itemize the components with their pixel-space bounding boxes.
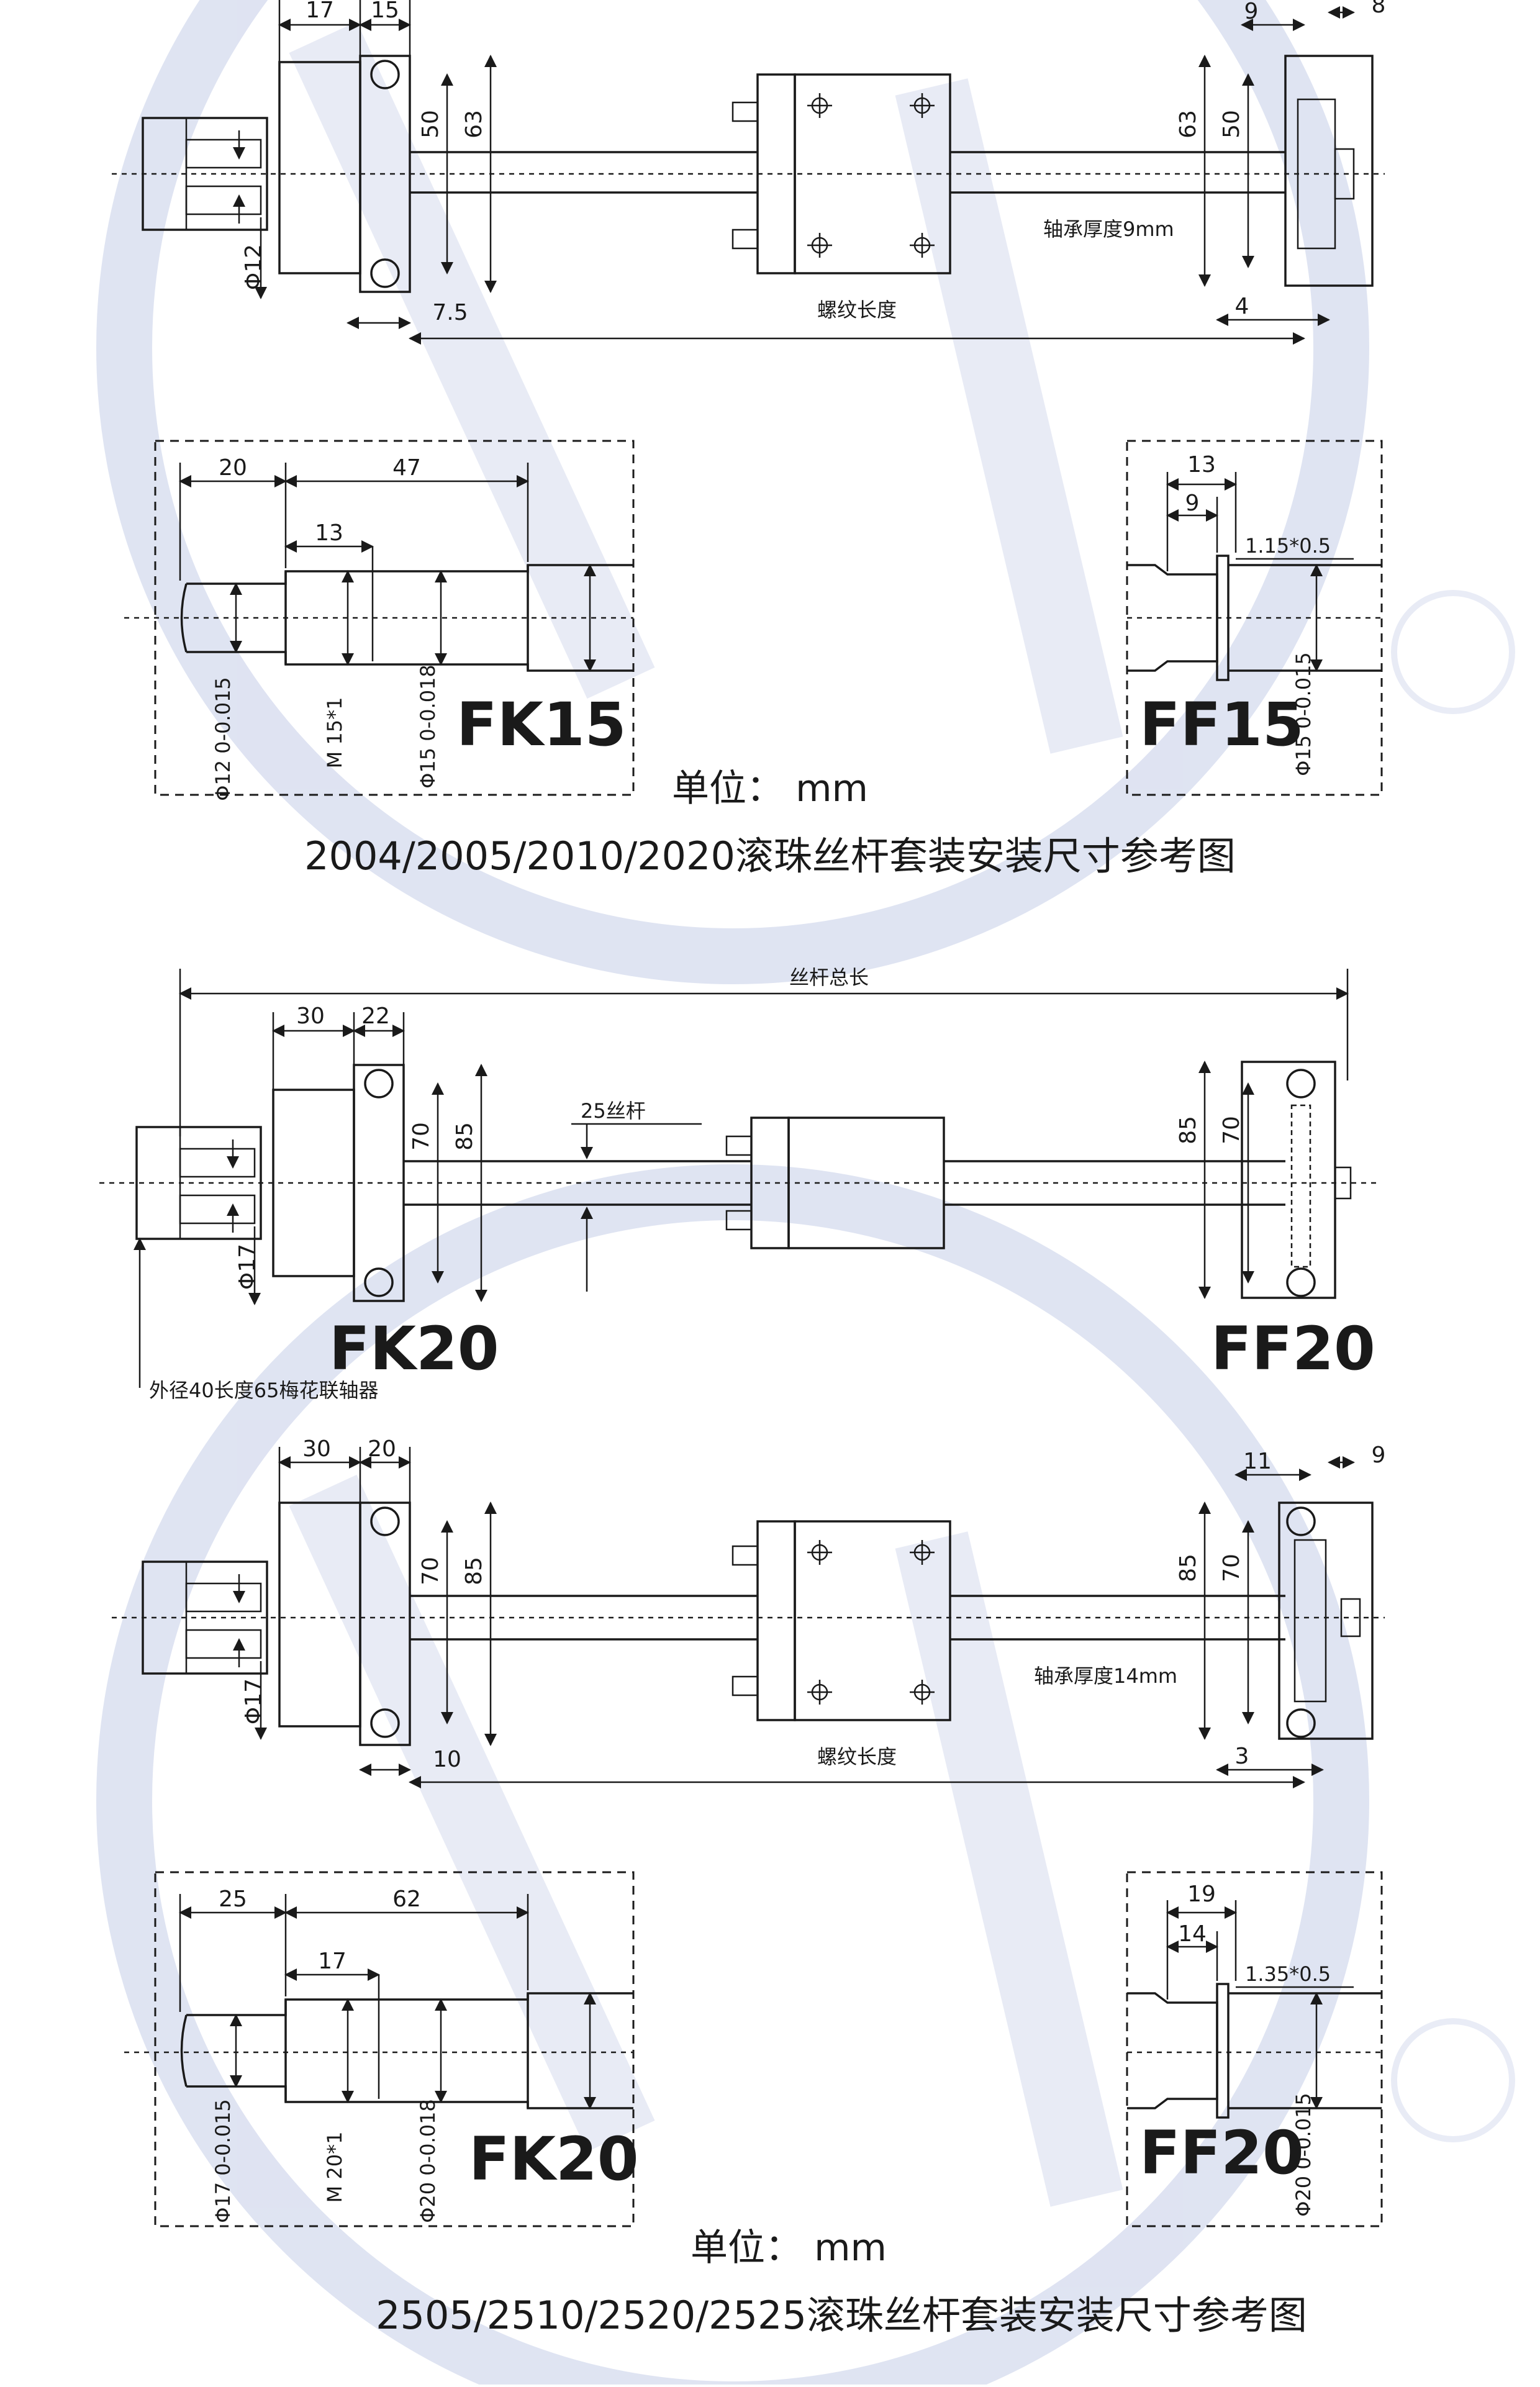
s3-dim-11: 11 — [1243, 1449, 1272, 1474]
unit-label-2: 单位： mm — [691, 2226, 887, 2270]
total-length-label: 丝杆总长 — [789, 966, 869, 989]
s3-dim-85b: 85 — [1175, 1554, 1201, 1582]
dim-8: 8 — [1372, 0, 1386, 18]
fk20-phi20: Φ20 0-0.018 — [416, 2099, 440, 2223]
bearing-thickness-note: 轴承厚度9mm — [1043, 217, 1174, 241]
fk15-dim-20: 20 — [219, 455, 247, 481]
s2-dim-22: 22 — [361, 1003, 390, 1029]
dim-50: 50 — [418, 110, 443, 138]
s2-phi17: Φ17 — [235, 1244, 260, 1290]
s2-dim-70b: 70 — [1219, 1116, 1244, 1144]
screw-25-label: 25丝杆 — [581, 1099, 646, 1123]
s3-dim-85: 85 — [461, 1557, 487, 1585]
section1-fk-detail: 20 47 13 Φ12 0-0.015 M 15*1 Φ15 0-0.018 … — [124, 440, 635, 801]
s3-dim-20: 20 — [368, 1436, 396, 1462]
fk15-dim-47: 47 — [392, 455, 421, 481]
dim-17: 17 — [306, 0, 334, 23]
s3-dim-30: 30 — [302, 1436, 331, 1462]
s3-dim-70: 70 — [418, 1557, 443, 1585]
s3-phi17: Φ17 — [241, 1678, 266, 1724]
fk15-phi15: Φ15 0-0.018 — [416, 664, 440, 789]
s3-dim-3: 3 — [1235, 1744, 1249, 1769]
caption-2: 2505/2510/2520/2525滚珠丝杆套装安装尺寸参考图 — [376, 2293, 1307, 2338]
fk15-m15: M 15*1 — [323, 697, 346, 769]
phi-12: Φ12 — [241, 244, 266, 290]
section1-assembly: 17 15 50 63 9 8 63 50 7.5 4 Φ12 轴承厚度9mm … — [112, 0, 1386, 345]
fk20-label: FK20 — [469, 2124, 639, 2194]
fk15-dim-13: 13 — [315, 520, 343, 546]
s2-dim-30: 30 — [296, 1003, 325, 1029]
s2-ff20-label: FF20 — [1211, 1314, 1375, 1384]
ff20-dim-19: 19 — [1187, 1882, 1216, 1907]
s2-dim-85b: 85 — [1175, 1116, 1201, 1144]
ff15-groove: 1.15*0.5 — [1245, 534, 1331, 558]
ff20-label: FF20 — [1139, 2118, 1304, 2188]
dim-4: 4 — [1235, 294, 1249, 319]
fk15-label: FK15 — [456, 690, 627, 759]
unit-label-1: 单位： mm — [672, 767, 868, 810]
dim-7-5: 7.5 — [432, 300, 468, 325]
dim-50b: 50 — [1219, 110, 1244, 138]
s3-bearing-thickness-note: 轴承厚度14mm — [1034, 1664, 1177, 1688]
ff15-label: FF15 — [1139, 690, 1304, 759]
section1-ff-detail: 13 9 1.15*0.5 Φ15 0-0.015 FF15 — [1126, 440, 1383, 796]
dim-9: 9 — [1244, 0, 1259, 24]
section3-ff-detail: 19 14 1.35*0.5 Φ20 0-0.015 FF20 — [1126, 1871, 1383, 2227]
dim-63b: 63 — [1175, 110, 1201, 138]
s3-dim-9: 9 — [1372, 1443, 1386, 1468]
coupling-note: 外径40长度65梅花联轴器 — [149, 1379, 378, 1402]
ff20-dim-14: 14 — [1178, 1921, 1207, 1947]
thread-length-label: 螺纹长度 — [817, 298, 897, 322]
section3-fk-detail: 25 62 17 Φ17 0-0.015 M 20*1 Φ20 0-0.018 … — [124, 1871, 639, 2227]
dim-15: 15 — [371, 0, 399, 23]
ff20-phi20: Φ20 0-0.015 — [1292, 2093, 1315, 2217]
fk20-dim-25: 25 — [219, 1886, 247, 1912]
fk15-phi12: Φ12 0-0.015 — [211, 677, 235, 801]
s3-dim-70b: 70 — [1219, 1554, 1244, 1582]
watermark-logo — [96, 0, 1515, 2387]
s3-dim-10: 10 — [433, 1747, 461, 1772]
ff15-phi15: Φ15 0-0.015 — [1292, 652, 1315, 776]
s3-thread-length-label: 螺纹长度 — [817, 1745, 897, 1769]
s2-dim-70: 70 — [409, 1122, 434, 1151]
ff15-dim-9: 9 — [1185, 491, 1200, 516]
fk20-dim-17: 17 — [318, 1949, 346, 1974]
fk20-dim-62: 62 — [392, 1886, 421, 1912]
s2-dim-85: 85 — [452, 1122, 478, 1151]
fk20-phi17: Φ17 0-0.015 — [211, 2099, 235, 2223]
ff20-groove: 1.35*0.5 — [1245, 1962, 1331, 1986]
ff15-dim-13: 13 — [1187, 452, 1216, 478]
dim-63: 63 — [461, 110, 487, 138]
s2-fk20-label: FK20 — [329, 1314, 499, 1384]
section2-assembly: 丝杆总长 30 22 — [99, 966, 1379, 1402]
caption-1: 2004/2005/2010/2020滚珠丝杆套装安装尺寸参考图 — [304, 833, 1236, 879]
fk20-m20: M 20*1 — [323, 2132, 346, 2203]
section3-assembly: 30 20 70 85 11 9 85 70 10 3 Φ17 轴承厚度14mm… — [112, 1436, 1386, 1788]
